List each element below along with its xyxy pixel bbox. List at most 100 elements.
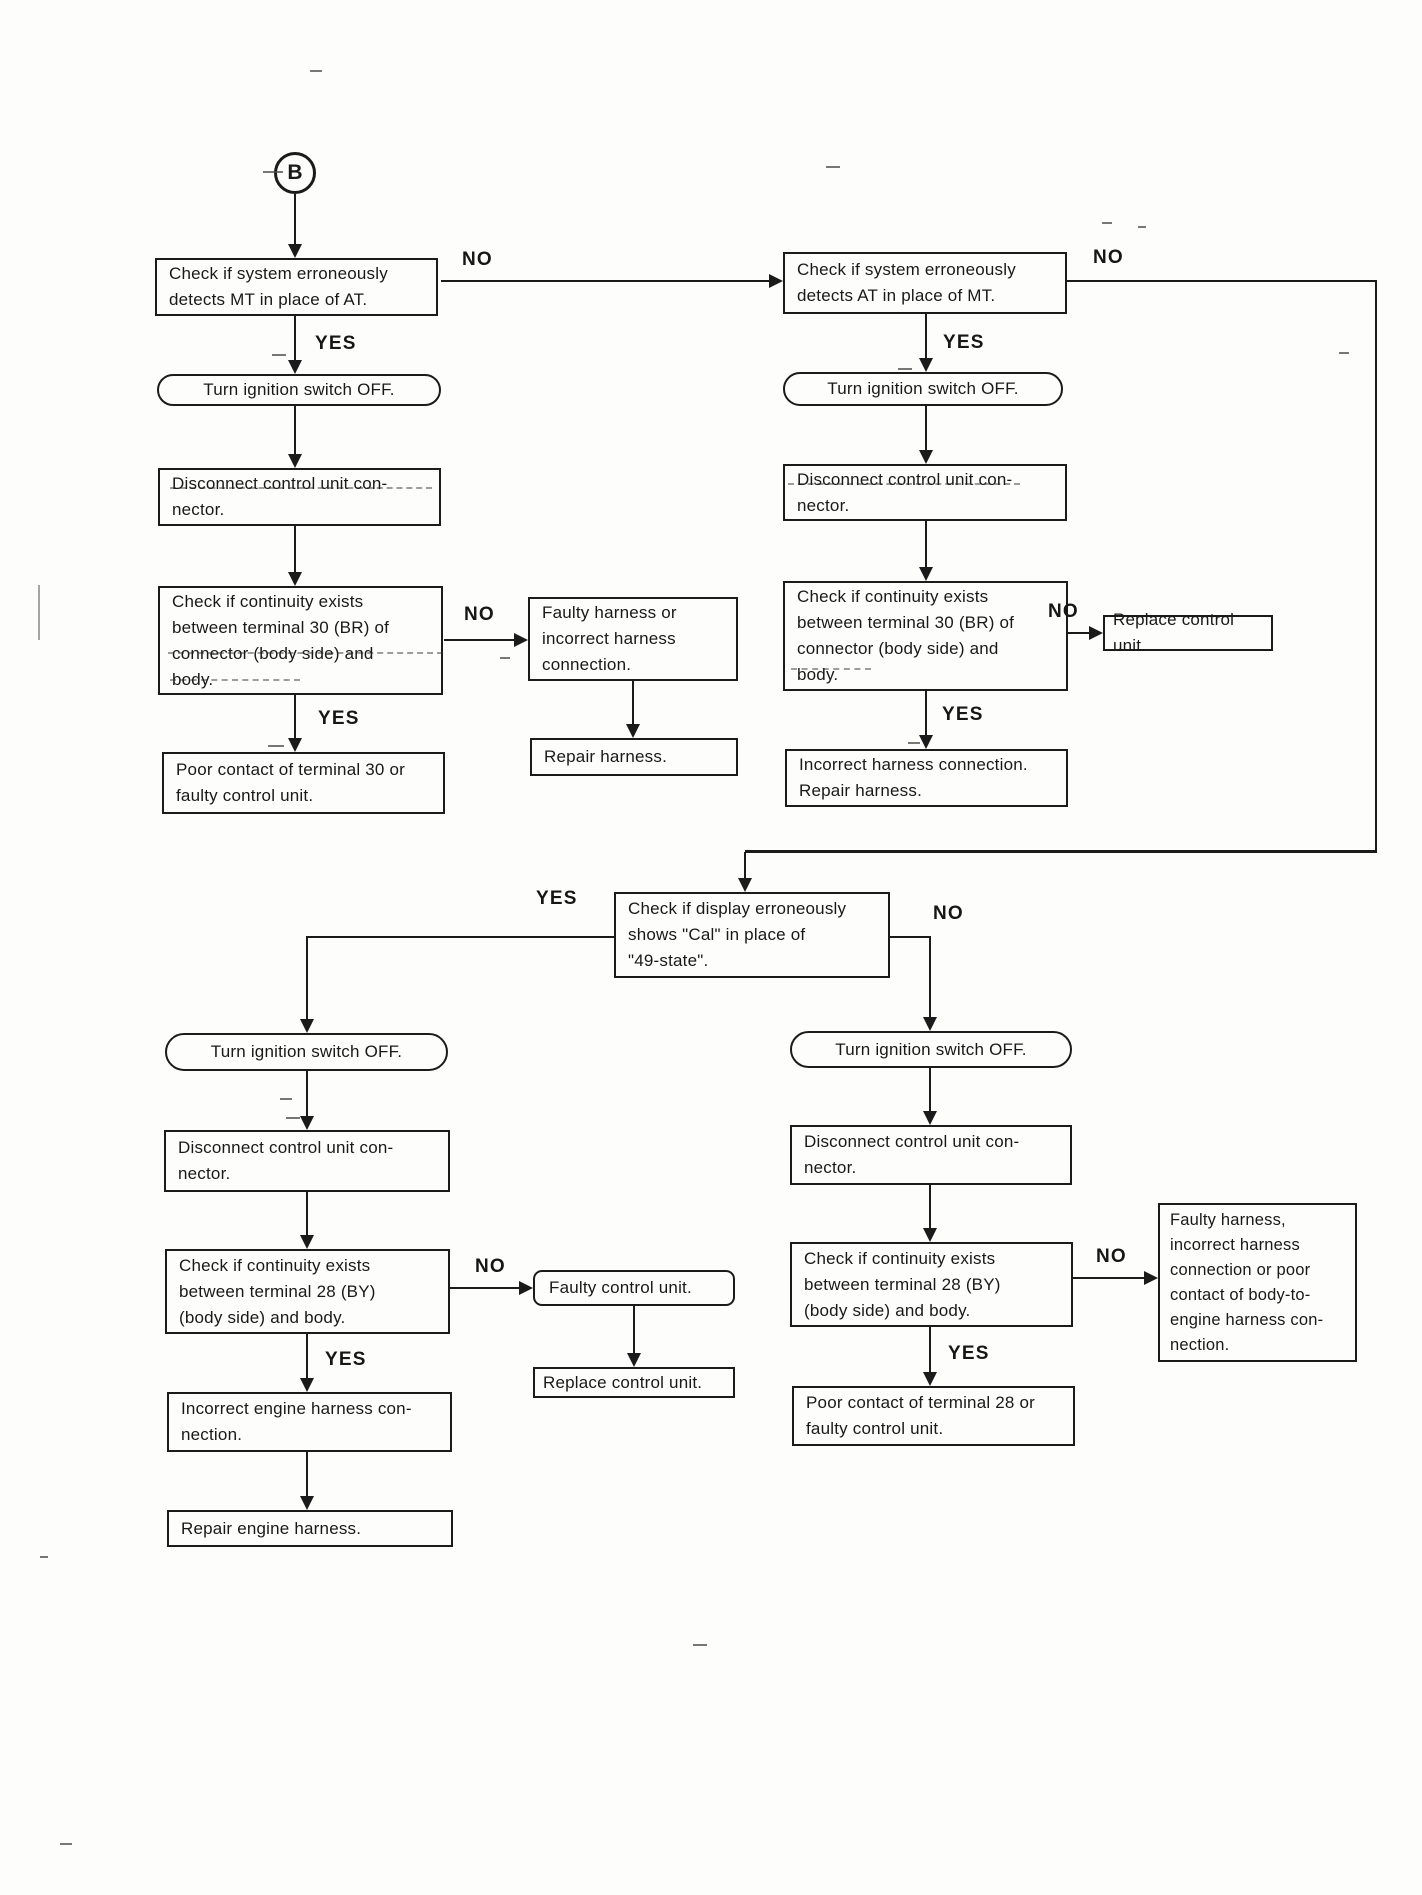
- node-faulty-control-unit: Faulty control unit.: [533, 1270, 735, 1306]
- arrowhead-right: [519, 1281, 533, 1295]
- scan-artifact-dash: [693, 1644, 707, 1646]
- node-turn-ignition-off-3: Turn ignition switch OFF.: [165, 1033, 448, 1071]
- arrowhead-down: [919, 358, 933, 372]
- edge-label-yes: YES: [536, 888, 578, 909]
- arrowhead-right: [514, 633, 528, 647]
- node-check-cal-display: Check if display erroneously shows "Cal"…: [614, 892, 890, 978]
- arrowhead-down: [288, 360, 302, 374]
- edge-label-no: NO: [1093, 247, 1124, 268]
- edge-label-yes: YES: [325, 1349, 367, 1370]
- edge-right-return-vertical: [1375, 280, 1377, 852]
- edge-check28r-yes: [929, 1327, 931, 1372]
- edge-check-cal-yes-vertical: [306, 936, 308, 1019]
- edge-check28l-yes: [306, 1334, 308, 1378]
- node-repair-harness: Repair harness.: [530, 738, 738, 776]
- arrowhead-down: [738, 878, 752, 892]
- arrowhead-down: [919, 567, 933, 581]
- edge-check30l-yes: [294, 695, 296, 740]
- edge-label-no: NO: [1096, 1246, 1127, 1267]
- edge-b-to-check-mt: [294, 194, 296, 246]
- edge-label-no: NO: [1048, 601, 1079, 622]
- edge-faultycu-down: [633, 1306, 635, 1353]
- node-replace-control-unit-left: Replace control unit.: [533, 1367, 735, 1398]
- arrowhead-down: [288, 738, 302, 752]
- edge-turnoff3-down: [306, 1071, 308, 1116]
- node-turn-ignition-off-1: Turn ignition switch OFF.: [157, 374, 441, 406]
- arrowhead-down: [923, 1111, 937, 1125]
- node-faulty-harness-poor-contact: Faulty harness, incorrect harness connec…: [1158, 1203, 1357, 1362]
- arrowhead-down: [923, 1017, 937, 1031]
- edge-label-no: NO: [933, 903, 964, 924]
- edge-disconnect4-down: [929, 1185, 931, 1228]
- arrowhead-down: [288, 244, 302, 258]
- connector-b: B: [274, 152, 316, 194]
- edge-label-no: NO: [475, 1256, 506, 1277]
- scan-artifact-dash: [1102, 222, 1112, 224]
- node-check-continuity-28-right: Check if continuity exists between termi…: [790, 1242, 1073, 1327]
- arrowhead-down: [300, 1378, 314, 1392]
- edge-label-yes: YES: [942, 704, 984, 725]
- arrowhead-down: [288, 454, 302, 468]
- scan-artifact-dash: [280, 1098, 292, 1100]
- node-incorrect-engine-harness: Incorrect engine harness con- nection.: [167, 1392, 452, 1452]
- edge-into-check-cal: [744, 852, 746, 880]
- node-turn-ignition-off-2: Turn ignition switch OFF.: [783, 372, 1063, 406]
- scan-artifact-dash: [826, 166, 840, 168]
- node-disconnect-connector-2: Disconnect control unit con- nector.: [783, 464, 1067, 521]
- connector-b-label: B: [287, 161, 303, 184]
- edge-incorrect-engine-down: [306, 1452, 308, 1496]
- edge-faultyharness-down: [632, 681, 634, 726]
- scan-artifact-dash: [272, 354, 286, 356]
- arrowhead-right: [1144, 1271, 1158, 1285]
- node-incorrect-harness: Incorrect harness connection. Repair har…: [785, 749, 1068, 807]
- node-poor-contact-28: Poor contact of terminal 28 or faulty co…: [792, 1386, 1075, 1446]
- scan-artifact-dash: [60, 1843, 72, 1845]
- arrowhead-down: [626, 724, 640, 738]
- edge-label-no: NO: [462, 249, 493, 270]
- scan-artifact-dash: [1339, 352, 1349, 354]
- node-disconnect-connector-3: Disconnect control unit con- nector.: [164, 1130, 450, 1192]
- edge-turnoff1-down: [294, 406, 296, 456]
- node-repair-engine-harness: Repair engine harness.: [167, 1510, 453, 1547]
- node-check-continuity-28-left: Check if continuity exists between termi…: [165, 1249, 450, 1334]
- edge-check-at-no: [1067, 280, 1377, 282]
- edge-check-mt-yes: [294, 316, 296, 362]
- scan-artifact-dash: [40, 1556, 48, 1558]
- arrowhead-down: [923, 1372, 937, 1386]
- edge-right-return-horizontal: [745, 850, 1377, 853]
- node-check-continuity-30-left: Check if continuity exists between termi…: [158, 586, 443, 695]
- arrowhead-right: [1089, 626, 1103, 640]
- scan-artifact-dash: [263, 171, 283, 173]
- scan-artifact-dash: [286, 1117, 300, 1119]
- scan-artifact-dash: [268, 745, 284, 747]
- edge-disconnect1-down: [294, 526, 296, 574]
- edge-check-mt-no: [441, 280, 771, 282]
- scan-artifact-dash: [1138, 226, 1146, 228]
- arrowhead-down: [300, 1019, 314, 1033]
- edge-check-cal-no-vertical: [929, 936, 931, 1017]
- node-disconnect-connector-4: Disconnect control unit con- nector.: [790, 1125, 1072, 1185]
- scan-artifact-dash: [898, 368, 912, 370]
- node-replace-control-unit-right: Replace control unit.: [1103, 610, 1273, 655]
- edge-label-yes: YES: [948, 1343, 990, 1364]
- arrowhead-down: [923, 1228, 937, 1242]
- edge-check-cal-no-horizontal: [890, 936, 930, 938]
- node-check-continuity-30-right: Check if continuity exists between termi…: [783, 581, 1068, 691]
- edge-check30l-no: [444, 639, 514, 641]
- scan-artifact-dash: [310, 70, 322, 72]
- arrowhead-down: [300, 1235, 314, 1249]
- node-check-at: Check if system erroneously detects AT i…: [783, 252, 1067, 314]
- edge-label-no: NO: [464, 604, 495, 625]
- arrowhead-down: [288, 572, 302, 586]
- scan-artifact-strike: [168, 652, 443, 654]
- edge-check-cal-yes-horizontal: [307, 936, 614, 938]
- edge-check30r-no: [1068, 632, 1089, 634]
- edge-turnoff2-down: [925, 406, 927, 450]
- arrowhead-down: [627, 1353, 641, 1367]
- node-turn-ignition-off-4: Turn ignition switch OFF.: [790, 1031, 1072, 1068]
- edge-disconnect2-down: [925, 521, 927, 567]
- edge-check28r-no: [1073, 1277, 1144, 1279]
- scan-artifact-dash: [908, 742, 920, 744]
- scan-artifact-strike: [788, 483, 1020, 485]
